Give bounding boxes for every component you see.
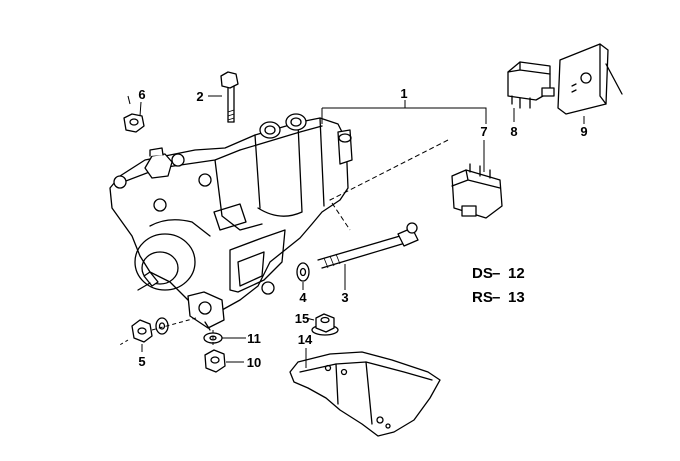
callout-7: 7 [480, 124, 487, 139]
legend-rs-dash: – [492, 289, 500, 306]
callout-15: 15 [295, 311, 309, 326]
leader-lines [117, 95, 585, 368]
legend-ds-dash: – [492, 265, 500, 282]
washer-part-4[interactable] [296, 262, 310, 282]
heat-shield-part-14[interactable] [289, 351, 441, 437]
legend-ds-code: DS [472, 265, 493, 282]
callout-10: 10 [247, 355, 261, 370]
collar-nut-part-15[interactable] [311, 313, 339, 336]
callout-11: 11 [247, 331, 261, 346]
callout-6: 6 [138, 87, 145, 102]
bolt-part-3[interactable] [317, 222, 419, 269]
nut-washer-part-5[interactable] [131, 317, 169, 343]
callout-14: 14 [298, 332, 313, 347]
bracket-part-9[interactable] [557, 43, 623, 115]
relay-part-7[interactable] [451, 163, 503, 219]
relay-part-8[interactable] [507, 61, 555, 109]
legend-rs-value: 13 [508, 289, 525, 306]
steering-gear-box[interactable] [109, 113, 353, 331]
callout-1: 1 [400, 86, 407, 101]
nut-part-6[interactable] [123, 113, 145, 133]
legend-ds-value: 12 [508, 265, 525, 282]
nut-part-10[interactable] [204, 349, 226, 373]
callout-5: 5 [138, 354, 145, 369]
variant-legend: DS – 12 RS – 13 [472, 265, 525, 306]
callout-2: 2 [196, 89, 203, 104]
callout-3: 3 [341, 290, 348, 305]
callout-9: 9 [580, 124, 587, 139]
callout-4: 4 [299, 290, 307, 305]
callout-8: 8 [510, 124, 517, 139]
bolt-part-2[interactable] [220, 71, 239, 123]
legend-rs-code: RS [472, 289, 493, 306]
